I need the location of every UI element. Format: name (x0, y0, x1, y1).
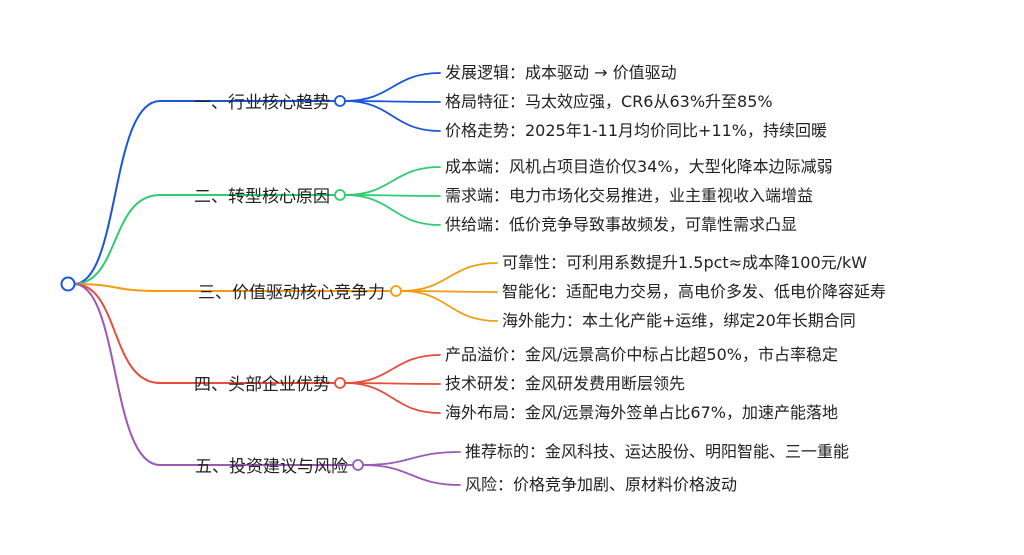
branch-label-2: 二、转型核心原因 (194, 187, 330, 207)
branch-label-3: 三、价值驱动核心竞争力 (198, 283, 385, 303)
leaf-5-2: 风险：价格竞争加剧、原材料价格波动 (465, 475, 737, 494)
branch-label-4: 四、头部企业优势 (194, 375, 330, 395)
leaf-3-1: 可靠性：可利用系数提升1.5pct≈成本降100元/kW (502, 253, 867, 272)
leaf-3-2: 智能化：适配电力交易，高电价多发、低电价降容延寿 (502, 282, 886, 301)
leaf-connector-4-3 (344, 382, 441, 414)
leaf-connector-2-3 (344, 194, 441, 226)
branch-node-2 (334, 189, 346, 201)
leaf-4-1: 产品溢价：金风/远景高价中标占比超50%，市占率稳定 (445, 345, 838, 364)
root-connector-3 (73, 283, 161, 292)
branch-node-1 (334, 95, 346, 107)
leaf-connector-1-1 (344, 72, 441, 102)
leaf-2-3: 供给端：低价竞争导致事故频发，可靠性需求凸显 (445, 215, 797, 234)
root-connector-2 (73, 194, 161, 285)
leaf-2-2: 需求端：电力市场化交易推进，业主重视收入端增益 (445, 186, 813, 205)
leaf-connector-3-3 (400, 290, 498, 322)
leaf-1-3: 价格走势：2025年1-11月均价同比+11%，持续回暖 (445, 121, 827, 140)
leaf-connector-2-1 (344, 166, 441, 196)
leaf-3-3: 海外能力：本土化产能+运维，绑定20年长期合同 (502, 311, 856, 330)
leaf-connector-3-1 (400, 262, 498, 292)
branch-node-5 (352, 459, 364, 471)
leaf-4-2: 技术研发：金风研发费用断层领先 (445, 374, 685, 393)
branch-label-5: 五、投资建议与风险 (195, 457, 348, 477)
leaf-1-1: 发展逻辑：成本驱动 → 价值驱动 (445, 63, 677, 82)
leaf-connector-5-2 (362, 464, 461, 486)
root-connector-4 (73, 283, 161, 384)
leaf-4-3: 海外布局：金风/远景海外签单占比67%，加速产能落地 (445, 403, 838, 422)
leaf-5-1: 推荐标的：金风科技、运达股份、明阳智能、三一重能 (465, 442, 849, 461)
leaf-connector-5-1 (362, 451, 461, 466)
branch-label-1: 一、行业核心趋势 (194, 93, 330, 113)
root-connector-1 (73, 100, 161, 285)
branch-node-3 (390, 285, 402, 297)
connectors (73, 72, 498, 486)
leaf-1-2: 格局特征：马太效应强，CR6从63%升至85% (445, 92, 773, 111)
root-node (60, 276, 76, 292)
leaf-2-1: 成本端：风机占项目造价仅34%，大型化降本边际减弱 (445, 157, 833, 176)
root-connector-5 (73, 283, 161, 466)
branch-node-4 (334, 377, 346, 389)
leaf-connector-4-1 (344, 354, 441, 384)
leaf-connector-1-3 (344, 100, 441, 132)
